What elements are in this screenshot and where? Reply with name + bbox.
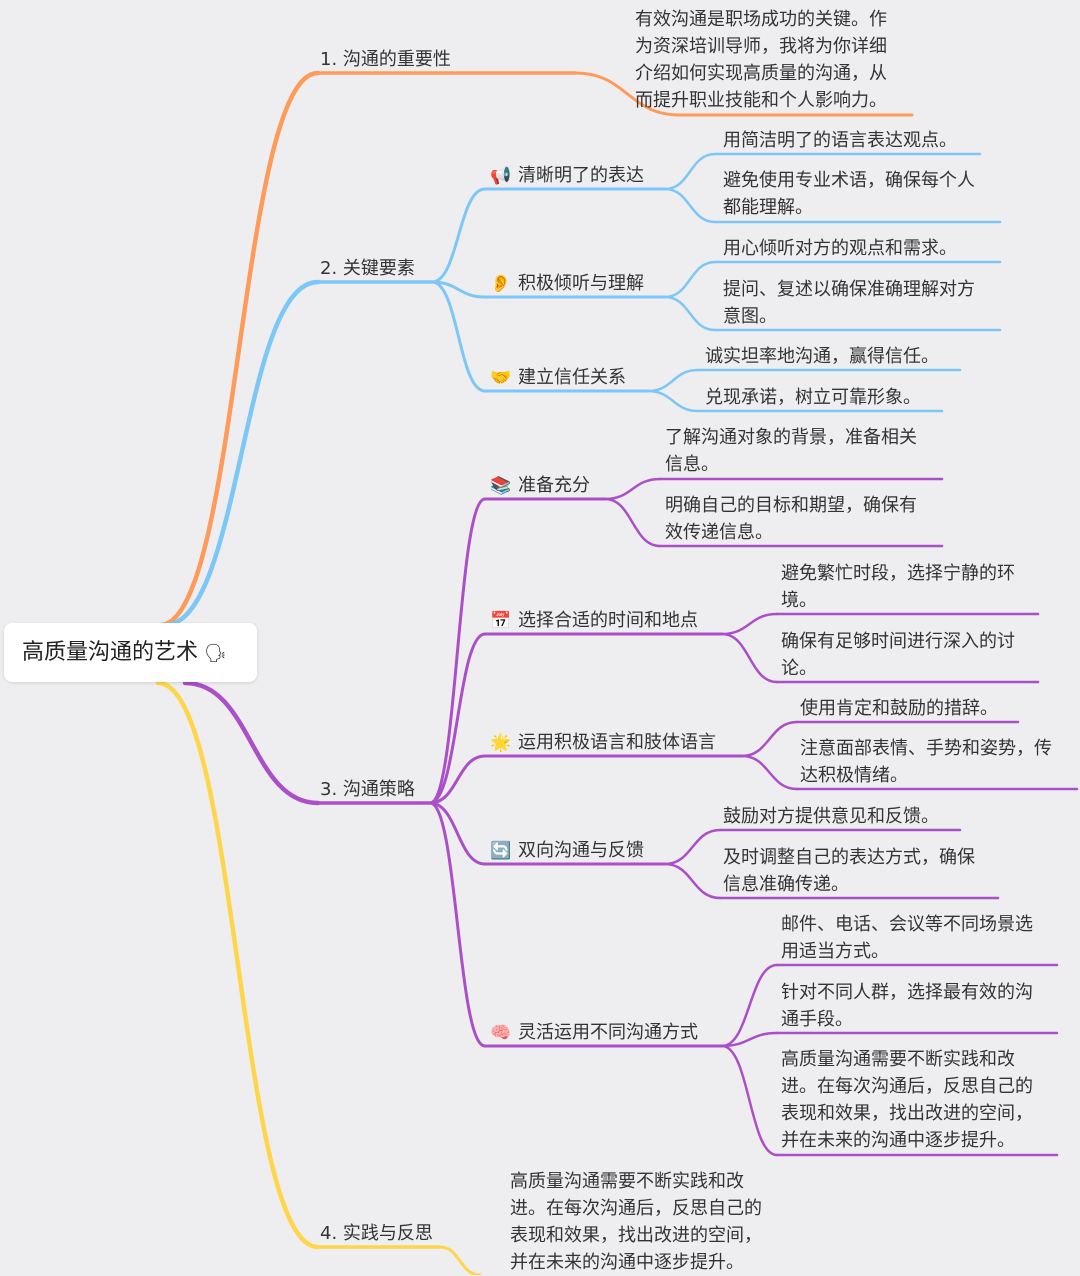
leaf-text: 确保有足够时间进行深入的讨论。 — [781, 631, 1015, 679]
sub-line-1 — [430, 280, 487, 299]
leaf-text: 使用肯定和鼓励的措辞。 — [800, 698, 998, 719]
sub-two-way[interactable]: 🔄双向沟通与反馈 — [490, 837, 644, 865]
leaf-line-0-0 — [663, 152, 717, 191]
calendar-icon: 📅 — [490, 611, 512, 631]
leaf-line-p0-1 — [603, 497, 662, 548]
sub-line-2 — [430, 280, 487, 393]
sub-line-p3 — [428, 801, 487, 866]
branch-line-strategies — [182, 680, 321, 806]
leaf-line-1-1 — [663, 295, 717, 332]
brain-icon: 🧠 — [490, 1023, 512, 1043]
leaf-text: 诚实坦率地沟通，赢得信任。 — [705, 346, 939, 367]
megaphone-icon: 📢 — [490, 166, 512, 186]
sub-line-p4 — [428, 801, 487, 1048]
leaf-line-p4-2 — [720, 1044, 779, 1157]
sub-line-0 — [430, 187, 487, 284]
branch-key-elements[interactable]: 2. 关键要素 — [320, 258, 415, 279]
sub-active-listening[interactable]: 👂积极倾听与理解 — [490, 270, 644, 298]
sub-line-p1 — [428, 632, 487, 805]
leaf-text: 避免繁忙时段，选择宁静的环境。 — [781, 563, 1015, 611]
leaf-line-importance — [573, 71, 682, 117]
leaf-text: 提问、复述以确保准确理解对方意图。 — [723, 279, 975, 327]
leaf-line-2-0 — [646, 368, 700, 393]
leaf-text: 邮件、电话、会议等不同场景选用适当方式。 — [781, 914, 1033, 962]
sub-flexible-methods[interactable]: 🧠灵活运用不同沟通方式 — [490, 1019, 698, 1047]
leaf-line-p2-0 — [740, 720, 799, 758]
leaf-text: 兑现承诺，树立可靠形象。 — [705, 387, 921, 408]
leaf-line-p1-0 — [720, 612, 779, 636]
cycle-arrows-icon: 🔄 — [490, 841, 512, 861]
root-label: 高质量沟通的艺术 — [22, 640, 199, 665]
leaf-line-practice — [438, 1245, 482, 1275]
ear-icon: 👂 — [490, 274, 512, 294]
sub-time-place[interactable]: 📅选择合适的时间和地点 — [490, 607, 698, 635]
branch-importance[interactable]: 1. 沟通的重要性 — [320, 49, 451, 70]
leaf-line-p3-0 — [663, 828, 722, 866]
sub-build-trust[interactable]: 🤝建立信任关系 — [490, 364, 626, 392]
leaf-practice-reflection: 高质量沟通需要不断实践和改进。在每次沟通后，反思自己的表现和效果，找出改进的空间… — [510, 1171, 762, 1273]
leaf-line-p4-0 — [720, 963, 779, 1048]
branch-line-practice — [155, 680, 321, 1250]
leaf-text: 避免使用专业术语，确保每个人都能理解。 — [723, 170, 975, 218]
sub-positive-language[interactable]: 🌟运用积极语言和肢体语言 — [490, 729, 716, 757]
leaf-text: 针对不同人群，选择最有效的沟通手段。 — [781, 982, 1033, 1030]
leaf-line-0-1 — [663, 187, 717, 224]
sub-clear-expression[interactable]: 📢清晰明了的表达 — [490, 162, 644, 190]
leaf-line-2-1 — [646, 389, 700, 413]
leaf-importance: 有效沟通是职场成功的关键。作为资深培训导师，我将为你详细介绍如何实现高质量的沟通… — [635, 9, 887, 111]
leaf-text: 了解沟通对象的背景，准备相关信息。 — [665, 427, 917, 475]
leaf-line-p0-0 — [603, 477, 662, 501]
branch-line-key-elements — [162, 279, 321, 628]
leaf-text: 注意面部表情、手势和姿势，传达积极情绪。 — [800, 738, 1052, 786]
speaking-head-icon: 🗣 — [204, 643, 227, 664]
leaf-line-p4-1 — [720, 1031, 779, 1048]
leaf-line-p3-1 — [663, 862, 722, 900]
branch-line-importance — [157, 70, 321, 628]
leaf-line-p1-1 — [720, 632, 779, 684]
root-node[interactable]: 高质量沟通的艺术🗣 — [4, 623, 257, 682]
handshake-icon: 🤝 — [490, 368, 512, 388]
star-icon: 🌟 — [490, 733, 512, 753]
sub-line-p2 — [428, 754, 487, 805]
branch-practice-reflection[interactable]: 4. 实践与反思 — [320, 1223, 433, 1244]
sub-preparation[interactable]: 📚准备充分 — [490, 472, 590, 500]
leaf-text: 鼓励对方提供意见和反馈。 — [723, 806, 939, 827]
books-icon: 📚 — [490, 476, 512, 496]
leaf-text: 明确自己的目标和期望，确保有效传递信息。 — [665, 495, 917, 543]
leaf-line-1-0 — [663, 260, 717, 299]
leaf-text: 用心倾听对方的观点和需求。 — [723, 238, 957, 259]
sub-line-p0 — [428, 497, 487, 805]
leaf-text: 高质量沟通需要不断实践和改进。在每次沟通后，反思自己的表现和效果，找出改进的空间… — [781, 1049, 1033, 1151]
leaf-text: 及时调整自己的表达方式，确保信息准确传递。 — [723, 847, 975, 895]
leaf-text: 用简洁明了的语言表达观点。 — [723, 130, 957, 151]
branch-strategies[interactable]: 3. 沟通策略 — [320, 779, 415, 800]
leaf-line-p2-1 — [740, 754, 799, 791]
